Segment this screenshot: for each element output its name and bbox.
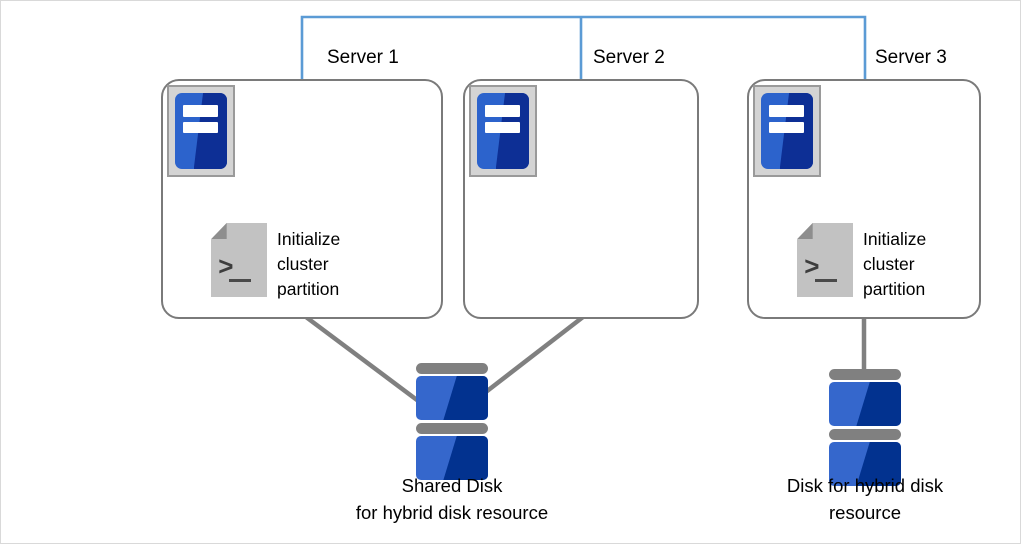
connector-server2-shared-disk <box>467 315 585 407</box>
disk-body-lower <box>829 442 901 486</box>
disk-body-lower <box>416 436 488 480</box>
disk-body-upper <box>416 376 488 420</box>
server-icon <box>167 85 235 177</box>
disk-stack-icon-hybrid[interactable] <box>829 369 901 486</box>
disk-plate-top <box>416 363 488 374</box>
script-file-icon: > <box>797 223 853 297</box>
server-box-1[interactable]: > Initialize cluster partition <box>161 79 443 319</box>
disk-plate-top <box>829 369 901 380</box>
cluster-grouping-bracket <box>300 15 867 79</box>
server-icon <box>469 85 537 177</box>
server-box-3[interactable]: > Initialize cluster partition <box>747 79 981 319</box>
script-group-1: > Initialize cluster partition <box>211 223 340 302</box>
server-label-3: Server 3 <box>875 47 947 68</box>
script-group-3: > Initialize cluster partition <box>797 223 926 302</box>
connector-server1-shared-disk <box>304 315 431 411</box>
server-label-1: Server 1 <box>327 47 399 68</box>
disk-stack-icon-shared[interactable] <box>416 363 488 480</box>
server-label-2: Server 2 <box>593 47 665 68</box>
script-caption-3: Initialize cluster partition <box>863 229 927 299</box>
disk-label-hybrid: Disk for hybrid disk resource <box>786 475 944 523</box>
server-icon <box>753 85 821 177</box>
disk-plate-middle <box>416 423 488 434</box>
disk-label-shared: Shared Disk for hybrid disk resource <box>355 475 549 523</box>
script-caption-1: Initialize cluster partition <box>277 229 341 299</box>
script-file-icon: > <box>211 223 267 297</box>
server-box-2[interactable] <box>463 79 699 319</box>
disk-body-upper <box>829 382 901 426</box>
disk-plate-middle <box>829 429 901 440</box>
